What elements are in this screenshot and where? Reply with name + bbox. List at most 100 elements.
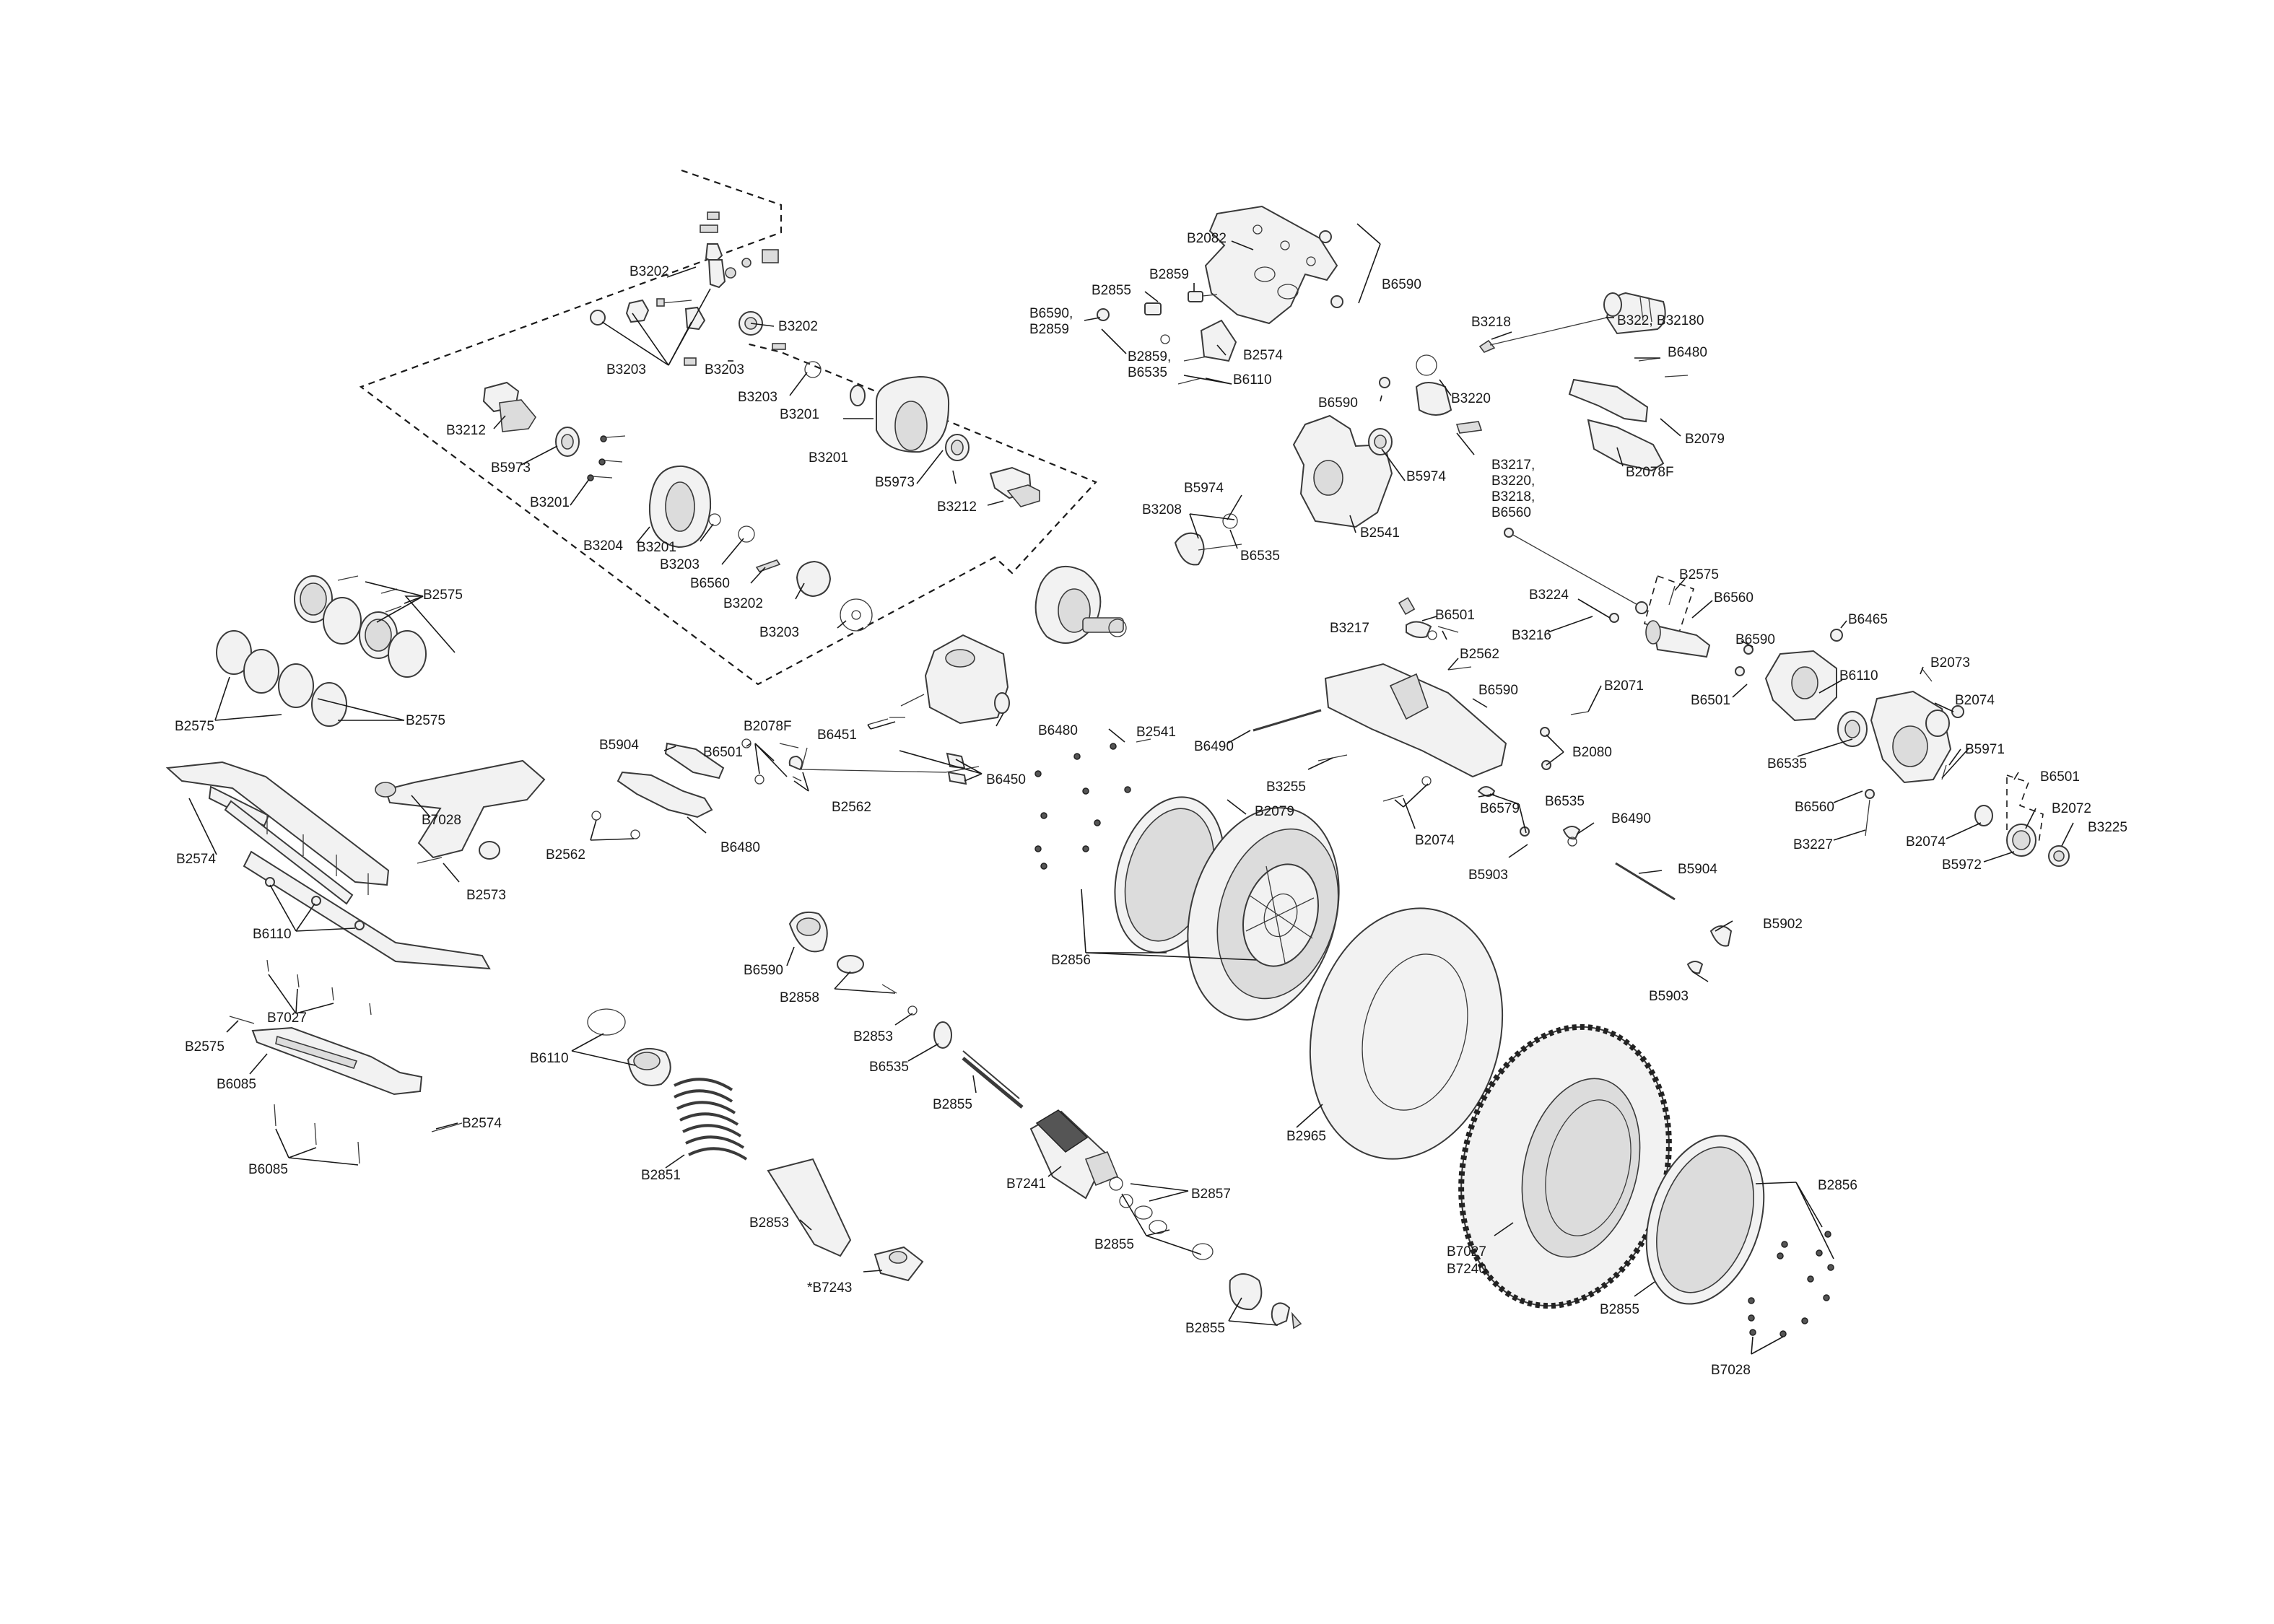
callout-b2859-b6535-line2: B6535 bbox=[1128, 365, 1167, 380]
callout-b6579: B3255 bbox=[1266, 780, 1306, 795]
callout-b5974-left: B5974 bbox=[1184, 481, 1224, 496]
drive-shaft-front bbox=[1478, 292, 1666, 353]
hinge-pin bbox=[1253, 709, 1348, 761]
callout-b3212-a: B3212 bbox=[446, 423, 486, 438]
upper-arm bbox=[1324, 597, 1589, 778]
callout-b7027-b: B2856 bbox=[1818, 1178, 1857, 1193]
callout-b6501-r3: B5971 bbox=[1965, 742, 2005, 757]
callout-b2574-left: B6085 bbox=[217, 1077, 256, 1092]
callout-b2853-b: B7241 bbox=[1006, 1176, 1046, 1192]
callout-b7240-line1: B7027 bbox=[1447, 1244, 1486, 1260]
callout-b6535-low: B6579 bbox=[1480, 801, 1520, 816]
callout-b2082: B2082 bbox=[1187, 231, 1227, 246]
small-hardware-top bbox=[1097, 230, 1343, 385]
callout-b7027-a: B2856 bbox=[1051, 953, 1091, 968]
callout-b3218: B3218 bbox=[1471, 315, 1511, 330]
callout-b6535-mid: B2080 bbox=[1572, 745, 1612, 760]
callout-b5903-b: B5902 bbox=[1763, 917, 1803, 932]
callout-b3203-b: B3203 bbox=[705, 362, 744, 377]
callout-b2574-top: B2574 bbox=[1243, 348, 1283, 363]
callout-b6590-b2859-line2: B2859 bbox=[1029, 322, 1069, 337]
callout-b2859-b6535-line1: B2859, bbox=[1128, 349, 1171, 364]
callout-b2575-b: B2575 bbox=[175, 719, 214, 734]
callout-b3227: B3225 bbox=[2088, 820, 2127, 835]
callout-b3225: B2072 bbox=[2052, 801, 2091, 816]
callout-b2851: B2855 bbox=[933, 1097, 972, 1112]
callout-b3224: B6560 bbox=[1714, 590, 1754, 606]
callout-b3216: B3224 bbox=[1529, 588, 1569, 603]
callout-b2072: B6560 bbox=[1795, 800, 1834, 815]
callout-b2562-c: B2562 bbox=[832, 800, 871, 815]
callout-b5972: B2074 bbox=[1906, 834, 1946, 850]
callout-b6590-left: B6110 bbox=[253, 927, 292, 942]
shock-end bbox=[874, 1246, 924, 1282]
callout-b3203-e: B3203 bbox=[759, 625, 799, 640]
callout-b3201-a: B3201 bbox=[780, 407, 819, 422]
callout-b2855-b: B2857 bbox=[1191, 1187, 1231, 1202]
callout-b5903-a: B6490 bbox=[1611, 811, 1651, 826]
wheel-screws-upper bbox=[1034, 738, 1151, 870]
steering-plates-right bbox=[1568, 357, 1689, 472]
callout-b2074-c: B6535 bbox=[1545, 794, 1585, 809]
callout-b2856-a: B2858 bbox=[780, 990, 819, 1005]
steering-link bbox=[1504, 528, 1648, 614]
shock-boot bbox=[767, 1158, 852, 1257]
callout-b2855-d: B2855 bbox=[1185, 1321, 1225, 1336]
callout-b6450-b: B7028 bbox=[1711, 1363, 1751, 1378]
callout-b3204: B3204 bbox=[583, 538, 623, 554]
callout-b6535-left: B2853 bbox=[853, 1029, 893, 1044]
shock-tower bbox=[1204, 205, 1338, 325]
callout-b2853-a: B6110 bbox=[530, 1051, 569, 1066]
callout-b3217-group-line1: B3217, bbox=[1491, 458, 1535, 473]
callout-b2573: B2574 bbox=[176, 852, 216, 867]
callout-b6480-left: B2562 bbox=[546, 847, 585, 863]
callout-b6085-b: B2574 bbox=[462, 1116, 502, 1131]
callout-b7028-b: B2855 bbox=[1600, 1302, 1639, 1317]
callout-b6560-r3: B6501 bbox=[2040, 769, 2080, 785]
callout-b3217-group-line3: B3218, bbox=[1491, 489, 1535, 505]
callout-b7241: B2965 bbox=[1286, 1129, 1326, 1144]
differential-group-outline bbox=[359, 169, 1097, 686]
callout-b2562-b: B6450 bbox=[986, 772, 1026, 787]
assembled-diff bbox=[1034, 565, 1127, 644]
callout-b2541-right: B2541 bbox=[1360, 525, 1400, 541]
leader-lines bbox=[188, 223, 2074, 1355]
callout-b6535-top: B6535 bbox=[1240, 549, 1280, 564]
shock-bottom-parts bbox=[1109, 1176, 1302, 1330]
callout-b6451: B6501 bbox=[703, 745, 743, 760]
callout-b6490-b: B2074 bbox=[1415, 833, 1455, 848]
callout-b2855-a: B6535 bbox=[869, 1060, 909, 1075]
diff-small-parts bbox=[482, 211, 1040, 632]
steering-parts-left bbox=[591, 694, 980, 839]
gearbox-lower bbox=[924, 634, 1010, 725]
callout-b6590-b2859-line1: B6590, bbox=[1029, 306, 1073, 321]
axle-assembly-right bbox=[1609, 575, 1711, 658]
callout-b3255: B5972 bbox=[1942, 857, 1982, 873]
callout-b6450-a: B2541 bbox=[1136, 725, 1176, 740]
callout-b5902: B5904 bbox=[1678, 862, 1717, 877]
callout-b7028-a: B2079 bbox=[1255, 804, 1294, 819]
callout-b2079-left: B6480 bbox=[720, 840, 760, 855]
bumper-mount bbox=[375, 759, 546, 864]
callout-b3202-b: B3202 bbox=[778, 319, 818, 334]
callout-b2080: B6490 bbox=[1194, 739, 1234, 754]
skid-plate bbox=[229, 959, 463, 1164]
callout-b3208: B3208 bbox=[1142, 502, 1182, 518]
callout-b2071: B6590 bbox=[1478, 683, 1518, 698]
callout-b3217-group-line4: B6560 bbox=[1491, 505, 1531, 520]
callout-b6590-mid: B6590 bbox=[1318, 396, 1358, 411]
callout-b2574-mid: B7028 bbox=[422, 813, 461, 828]
callout-b6110-mid: B2573 bbox=[466, 888, 506, 903]
callout-b6560-r1: B2575 bbox=[1679, 567, 1719, 582]
wheel-screws-lower bbox=[1748, 1231, 1834, 1337]
callout-b7240-line2: B7240, bbox=[1447, 1262, 1490, 1277]
callout-b5904-b: B5903 bbox=[1649, 989, 1689, 1004]
callout-b5904-a: B5903 bbox=[1468, 868, 1508, 883]
callout-b6560-diff: B6560 bbox=[690, 576, 730, 591]
callout-b6501-left: B2078F bbox=[744, 719, 792, 734]
callout-b2078f-left: B5904 bbox=[599, 738, 639, 753]
callout-b6465: B2562 bbox=[1460, 647, 1499, 662]
callout-b3203-a: B3203 bbox=[606, 362, 646, 377]
callout-b3201-c: B3201 bbox=[530, 495, 570, 510]
